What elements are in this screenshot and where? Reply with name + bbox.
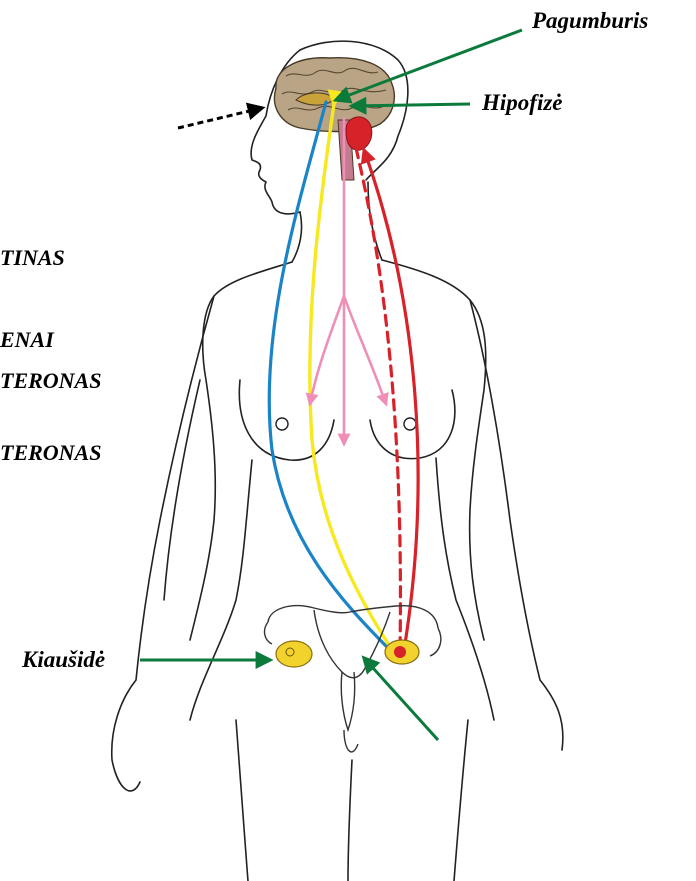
red-dashed-pathway bbox=[356, 148, 400, 650]
hipofize-arrow bbox=[352, 104, 470, 106]
ovary-red-dot bbox=[394, 646, 406, 658]
pink-pathway-left bbox=[310, 296, 344, 404]
brain-icon bbox=[274, 58, 394, 132]
uterus-arrow bbox=[364, 658, 438, 740]
left-nipple bbox=[276, 418, 288, 430]
label-pagumburis: Pagumburis bbox=[532, 8, 648, 34]
right-nipple bbox=[404, 418, 416, 430]
hormone-pathways bbox=[269, 102, 418, 650]
label-hipofize: Hipofizė bbox=[482, 90, 563, 116]
blue-pathway bbox=[269, 102, 390, 650]
label-kiauside: Kiaušidė bbox=[22, 647, 105, 673]
label-left-3: TERONAS bbox=[0, 368, 101, 394]
pink-pathway-right bbox=[344, 296, 386, 404]
body-outline bbox=[112, 41, 563, 881]
label-left-4: TERONAS bbox=[0, 440, 101, 466]
pituitary-gland-icon bbox=[346, 117, 372, 150]
label-left-1: TINAS bbox=[0, 245, 65, 271]
dashed-arrow-icon bbox=[178, 108, 262, 128]
uterus-icon bbox=[265, 606, 441, 752]
label-left-2: ENAI bbox=[0, 327, 54, 353]
yellow-pathway bbox=[310, 104, 392, 650]
